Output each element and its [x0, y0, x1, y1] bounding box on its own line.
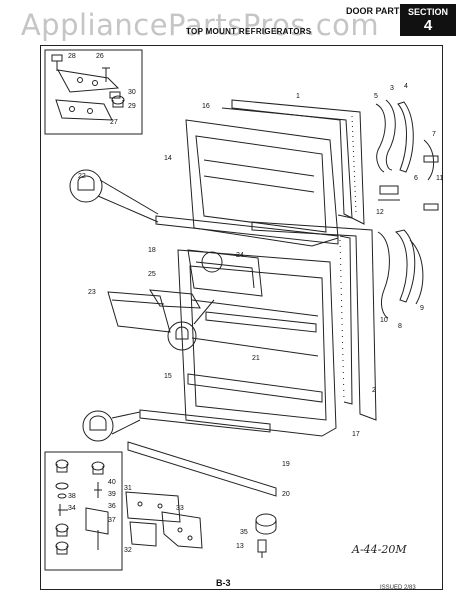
- callout-label: 32: [124, 547, 132, 554]
- callout-label: 7: [432, 131, 436, 138]
- section-number: 4: [423, 17, 433, 34]
- door-parts-heading: DOOR PARTS: [346, 6, 406, 16]
- callout-label: 21: [252, 355, 260, 362]
- fresh-food-handle: [377, 231, 390, 319]
- butter-compartment: [187, 249, 263, 297]
- detail-circle-middle: [167, 321, 197, 351]
- callout-label: 40: [108, 479, 116, 486]
- hinge-cap: [255, 513, 277, 535]
- callout-label: 16: [202, 103, 210, 110]
- top-hinge-inset: [44, 49, 143, 135]
- shelf-rail-lower: [139, 409, 271, 433]
- callout-label: 34: [68, 505, 76, 512]
- callout-label: 12: [376, 209, 384, 216]
- callout-label: 18: [148, 247, 156, 254]
- callout-label: 8: [398, 323, 402, 330]
- callout-label: 20: [282, 491, 290, 498]
- callout-label: 27: [110, 119, 118, 126]
- bottom-hinge-inset: [44, 451, 123, 571]
- callout-label: 9: [420, 305, 424, 312]
- shelf-rail-middle: [205, 311, 317, 333]
- callout-label: 13: [236, 543, 244, 550]
- section-label: SECTION: [407, 7, 448, 17]
- handle-trim: [397, 101, 414, 173]
- bottom-hinge-plate: [125, 491, 181, 523]
- dairy-cover: [107, 291, 171, 333]
- freezer-gasket: [231, 99, 365, 225]
- callout-label: 11: [436, 175, 443, 182]
- diagram-frame: [40, 45, 443, 590]
- issued-date: ISSUED 2/83: [380, 585, 416, 591]
- callout-label: 19: [282, 461, 290, 468]
- section-badge: SECTION 4: [400, 4, 456, 36]
- hinge-bracket: [161, 511, 203, 549]
- page-code: B-3: [216, 578, 231, 588]
- callout-label: 24: [236, 252, 244, 259]
- freezer-handle: [375, 103, 386, 173]
- callout-label: 30: [128, 89, 136, 96]
- callout-label: 22: [78, 173, 86, 180]
- handwritten-code: A-44-20M: [352, 543, 407, 556]
- callout-label: 15: [164, 373, 172, 380]
- fresh-food-gasket: [251, 221, 377, 421]
- callout-label: 37: [108, 517, 116, 524]
- lower-hinge-bracket: [85, 507, 109, 535]
- butter-door: [149, 289, 201, 309]
- callout-label: 3: [390, 85, 394, 92]
- fresh-food-inner-door: [177, 249, 337, 437]
- callout-label: 23: [88, 289, 96, 296]
- callout-label: 1: [296, 93, 300, 100]
- callout-label: 25: [148, 271, 156, 278]
- callout-label: 38: [68, 493, 76, 500]
- callout-label: 17: [352, 431, 360, 438]
- callout-label: 39: [108, 491, 116, 498]
- bottom-trim-strip: [127, 441, 277, 497]
- screw-part: [51, 54, 63, 71]
- hinge-shim: [55, 99, 113, 121]
- callout-label: 2: [372, 387, 376, 394]
- detail-circle-upper: [69, 169, 103, 203]
- callout-label: 31: [124, 485, 132, 492]
- callout-label: 33: [176, 505, 184, 512]
- callout-label: 26: [96, 53, 104, 60]
- center-hinge: [379, 185, 399, 195]
- diagram-subtitle: TOP MOUNT REFRIGERATORS: [186, 27, 312, 36]
- callout-label: 6: [414, 175, 418, 182]
- callout-label: 4: [404, 83, 408, 90]
- callout-label: 28: [68, 53, 76, 60]
- callout-label: 35: [240, 529, 248, 536]
- callout-label: 10: [380, 317, 388, 324]
- top-hinge-plate: [57, 69, 120, 93]
- freezer-inner-door: [185, 119, 339, 247]
- callout-label: 36: [108, 503, 116, 510]
- callout-label: 5: [374, 93, 378, 100]
- detail-circle-lower: [82, 410, 114, 442]
- door-shelf: [187, 373, 323, 403]
- callout-label: 14: [164, 155, 172, 162]
- callout-label: 29: [128, 103, 136, 110]
- watermark-text: AppliancePartsPros.com: [20, 8, 380, 42]
